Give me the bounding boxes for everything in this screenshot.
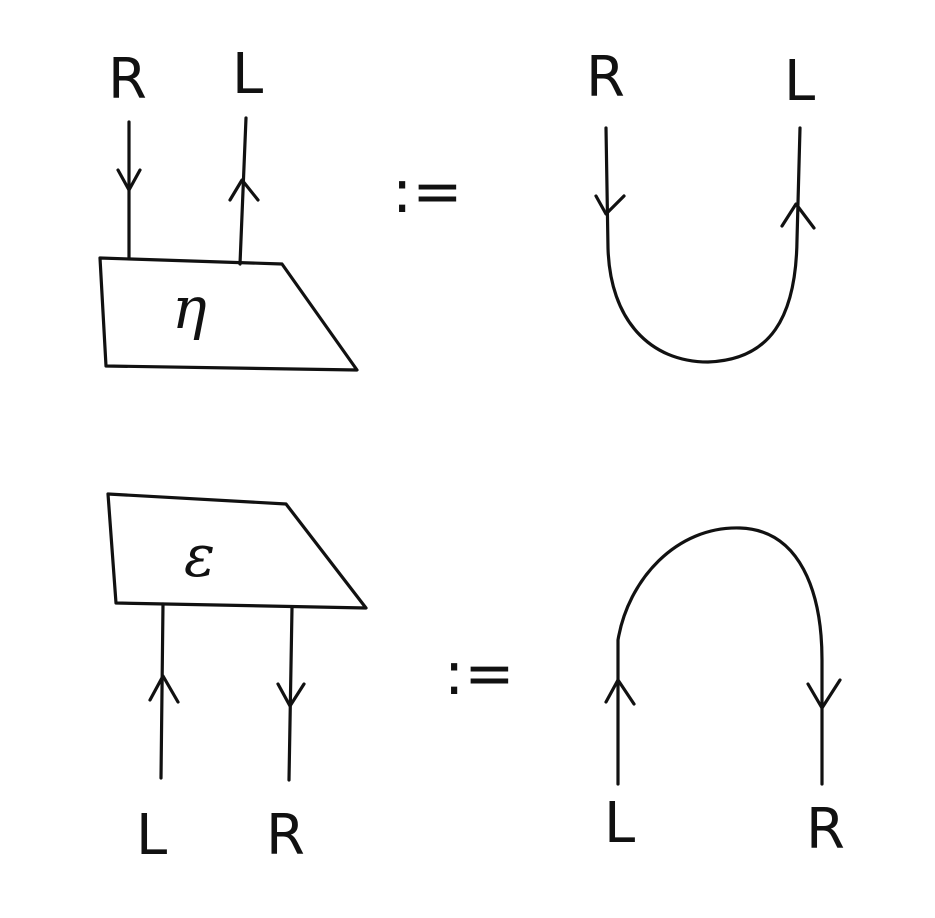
counit-left-wire-up-arrow-icon [148, 674, 180, 704]
unit-top-left-label: R [108, 47, 147, 112]
unit-cup-left-down-arrow-icon [594, 194, 626, 216]
counit-cap-right-down-arrow-icon [806, 678, 842, 710]
unit-definition-symbol: := [392, 157, 463, 227]
counit-box-symbol: ε [184, 522, 215, 590]
unit-cup-right-up-arrow-icon [780, 202, 816, 230]
counit-bottom-right-label: R [266, 803, 305, 868]
unit-left-wire-down-arrow-icon [116, 168, 142, 192]
counit-cap-curve [616, 526, 824, 786]
counit-left-wire [159, 602, 165, 780]
unit-top-right-label: L [232, 42, 263, 107]
counit-cap-left-up-arrow-icon [604, 678, 636, 706]
unit-diagram: R L η := R L [98, 42, 816, 372]
unit-cup-left-label: R [586, 45, 625, 110]
unit-right-wire [238, 116, 248, 266]
unit-cup-right-label: L [784, 49, 815, 114]
counit-right-wire [287, 606, 294, 782]
unit-cup-curve [604, 126, 802, 364]
counit-definition-symbol: := [444, 639, 515, 709]
unit-box-symbol: η [172, 274, 207, 342]
counit-right-wire-down-arrow-icon [276, 682, 306, 708]
counit-cap-left-label: L [604, 791, 635, 856]
unit-morphism-box [98, 256, 359, 372]
unit-right-wire-up-arrow-icon [228, 178, 260, 202]
counit-morphism-box [106, 492, 368, 610]
counit-bottom-left-label: L [136, 803, 167, 868]
counit-cap-right-label: R [806, 797, 845, 862]
counit-diagram: ε L R := L R [106, 492, 845, 868]
